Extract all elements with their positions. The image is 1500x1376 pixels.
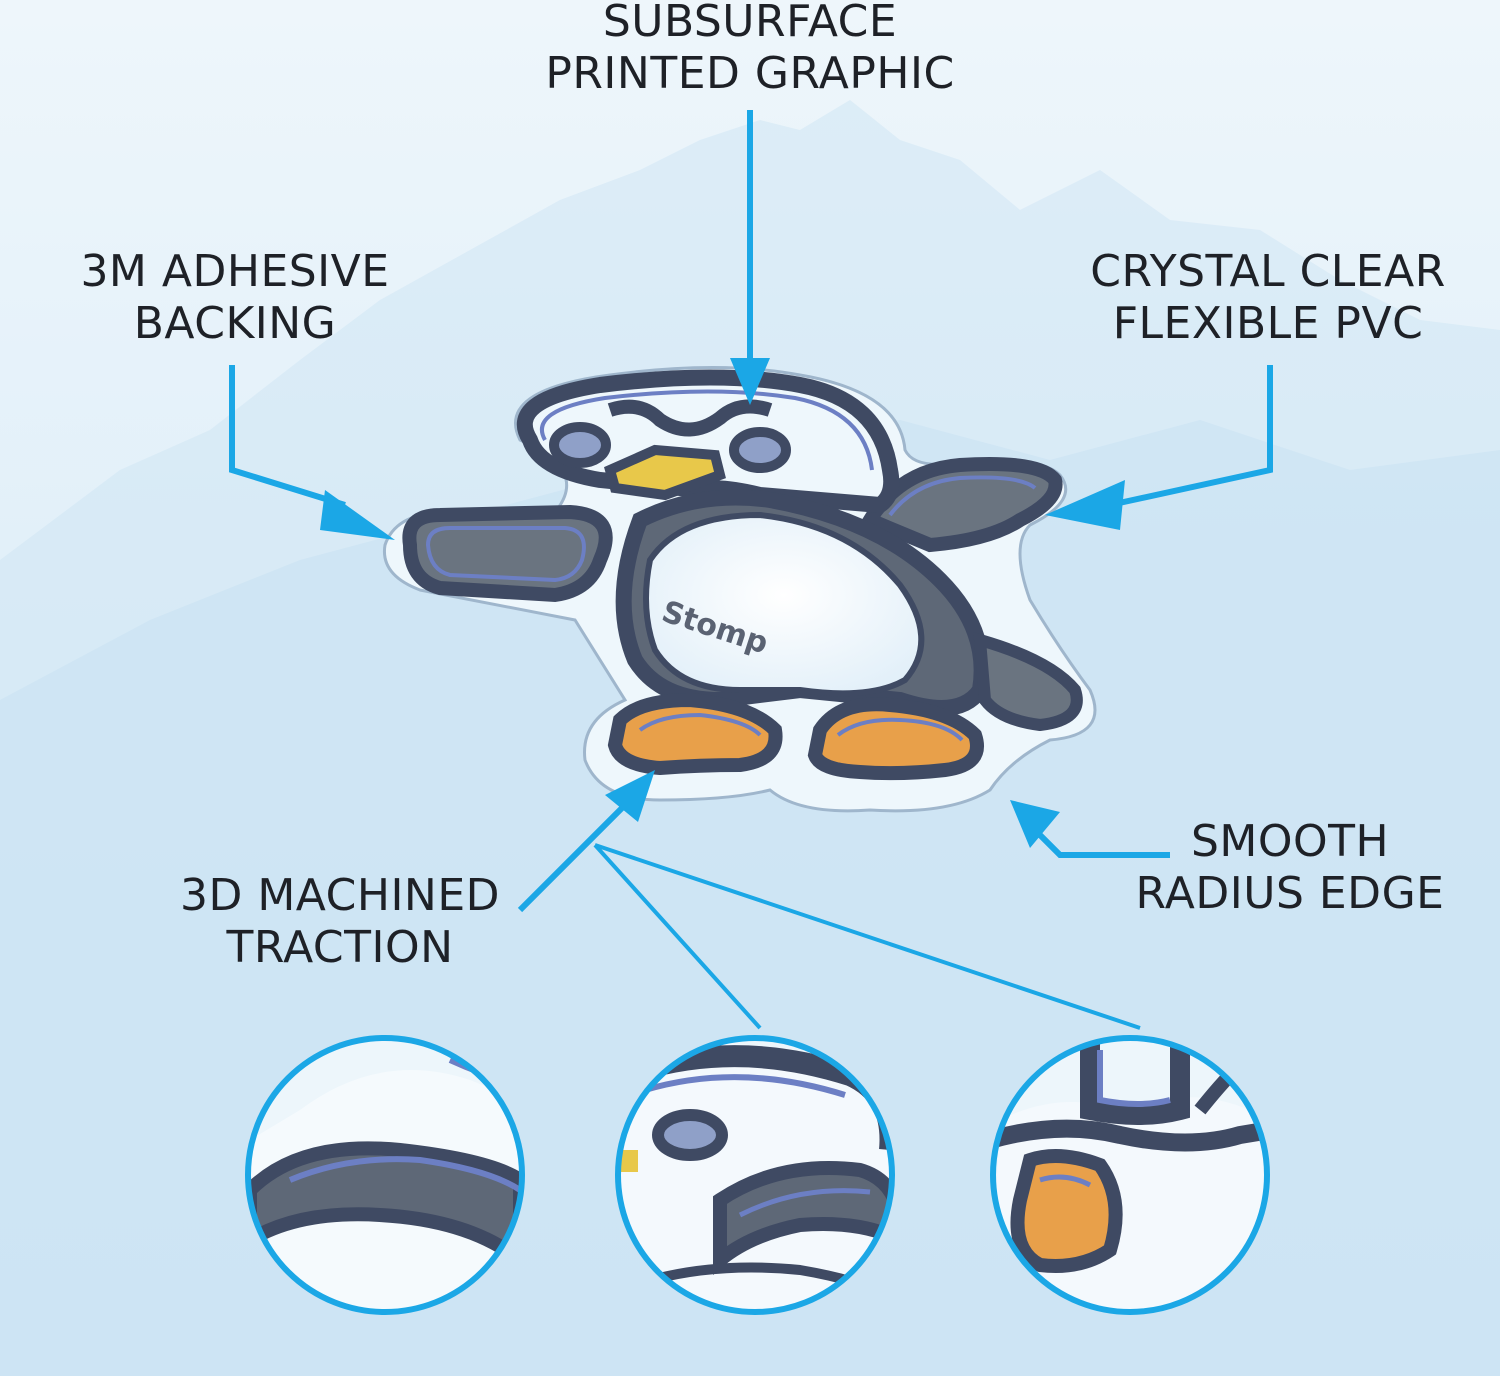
right-foot bbox=[807, 697, 984, 781]
callout-adhesive-line1: 3M ADHESIVE bbox=[80, 246, 390, 297]
left-eye bbox=[549, 422, 611, 468]
callout-crystal-clear-flexible-pvc: CRYSTAL CLEAR FLEXIBLE PVC bbox=[1078, 246, 1458, 350]
beak bbox=[604, 444, 726, 501]
callout-3d-machined-traction: 3D MACHINED TRACTION bbox=[170, 870, 510, 974]
callout-edge-line1: SMOOTH bbox=[1190, 816, 1390, 867]
callout-arrows bbox=[229, 110, 1273, 1030]
zoom-circle-1 bbox=[245, 1035, 525, 1315]
callout-traction-line2: TRACTION bbox=[226, 922, 454, 973]
callout-subsurface-printed-graphic: SUBSURFACE PRINTED GRAPHIC bbox=[540, 0, 960, 100]
callout-traction-line1: 3D MACHINED bbox=[179, 870, 501, 921]
callout-3m-adhesive-backing: 3M ADHESIVE BACKING bbox=[70, 246, 400, 350]
penguin-traction-pad: Stomp bbox=[382, 366, 1097, 813]
callout-subsurface-line2: PRINTED GRAPHIC bbox=[545, 48, 955, 99]
callout-smooth-radius-edge: SMOOTH RADIUS EDGE bbox=[1130, 816, 1450, 920]
callout-edge-line2: RADIUS EDGE bbox=[1135, 868, 1445, 919]
belly bbox=[643, 511, 925, 697]
callout-subsurface-line1: SUBSURFACE bbox=[602, 0, 898, 47]
right-eye bbox=[729, 427, 791, 473]
left-foot bbox=[607, 692, 783, 776]
callout-pvc-line2: FLEXIBLE PVC bbox=[1112, 298, 1424, 349]
callout-adhesive-line2: BACKING bbox=[133, 298, 337, 349]
zoom-circle-3 bbox=[990, 1035, 1270, 1315]
callout-pvc-line1: CRYSTAL CLEAR bbox=[1090, 246, 1446, 297]
